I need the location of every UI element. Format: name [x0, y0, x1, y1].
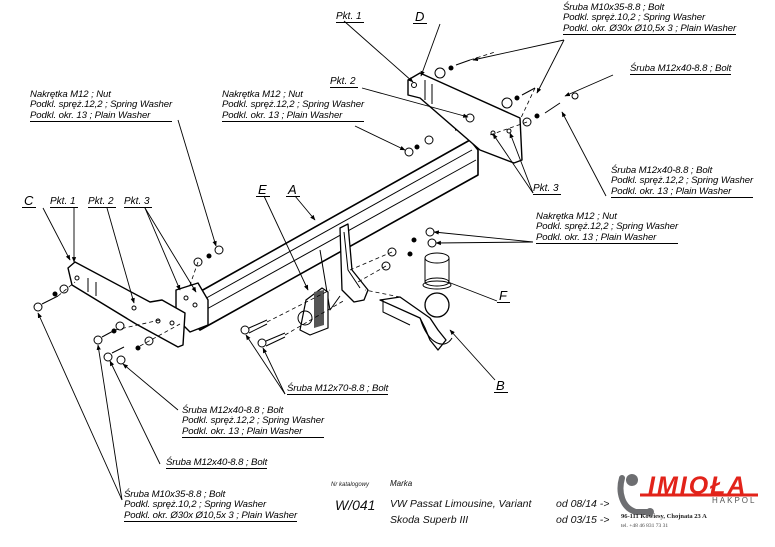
brand-sub: HAKPOL	[712, 496, 757, 505]
socket-plate-e	[297, 287, 329, 336]
point-label-3-right: Pkt. 3	[533, 183, 561, 195]
callout-line: Nakrętka M12 ; Nut	[536, 211, 617, 222]
brand-phone: tel. +48 46 831 73 31	[621, 523, 669, 529]
part-label-e: E	[256, 183, 270, 197]
part-label-c: C	[22, 194, 37, 208]
callout-line: Podkl. spręż.12,2 ; Spring Washer	[30, 99, 173, 111]
callout-line: Podkl. okr. Ø30x Ø10,5x 3 ; Plain Washer	[563, 22, 737, 36]
callout-line: Podkl. okr. 13 ; Plain Washer	[222, 110, 365, 123]
callout-top-right-bolt2: Śruba M12x40-8.8 ; Bolt	[630, 63, 732, 76]
callout-line: Podkl. spręż.12,2 ; Spring Washer	[222, 99, 365, 111]
catalog-number: W/041	[335, 497, 376, 513]
point-label-3-left: Pkt. 3	[124, 196, 152, 208]
callout-right-bolt: Śruba M12x40-8.8 ; Bolt Podkl. spręż.12,…	[611, 165, 754, 199]
callout-line: Podkl. okr. 13 ; Plain Washer	[30, 110, 173, 123]
callout-line: Podkl. spręż.10,2 ; Spring Washer	[124, 499, 267, 511]
callout-center-bolt: Śruba M12x70-8.8 ; Bolt	[287, 383, 389, 396]
brand-name: IMIOŁA	[648, 472, 748, 500]
vehicle-name-2: Skoda Superb III	[390, 514, 469, 526]
brand-address: 96-111 Kowiesy, Chojnata 23 A	[621, 513, 707, 520]
vehicle-name-1: VW Passat Limousine, Variant	[390, 498, 532, 510]
point-label-1-left: Pkt. 1	[50, 196, 78, 208]
part-label-b: B	[494, 379, 508, 393]
callout-line: Nakrętka M12 ; Nut	[222, 89, 303, 100]
alignment-lines	[57, 51, 536, 347]
catalog-number-label: Nr katalogowy	[331, 482, 370, 488]
part-label-d: D	[413, 10, 428, 24]
make-label: Marka	[390, 479, 413, 488]
callout-line: Śruba M10x35-8.8 ; Bolt	[563, 2, 665, 13]
brand-hook-icon	[617, 474, 758, 516]
callout-line: Nakrętka M12 ; Nut	[30, 89, 111, 100]
callout-line: Podkl. okr. 13 ; Plain Washer	[611, 186, 754, 199]
callout-line: Podkl. spręż.12,2 ; Spring Washer	[536, 221, 679, 233]
callout-line: Śruba M12x70-8.8 ; Bolt	[287, 383, 389, 396]
callout-line: Śruba M10x35-8.8 ; Bolt	[124, 489, 226, 500]
point-label-2-top: Pkt. 2	[330, 76, 358, 88]
callout-right-nut: Nakrętka M12 ; Nut Podkl. spręż.12,2 ; S…	[536, 211, 679, 245]
callout-top-left-nut: Nakrętka M12 ; Nut Podkl. spręż.12,2 ; S…	[30, 89, 173, 123]
part-label-a: A	[286, 183, 300, 197]
leader-lines	[37, 20, 614, 501]
ball-cap-f	[422, 252, 452, 290]
callout-line: Śruba M12x40-8.8 ; Bolt	[630, 63, 732, 76]
center-bracket	[319, 223, 369, 311]
bracket-c	[67, 261, 186, 348]
bracket-d	[407, 72, 523, 164]
callout-line: Podkl. okr. Ø30x Ø10,5x 3 ; Plain Washer	[124, 509, 298, 523]
ball-neck-b	[379, 292, 453, 351]
point-label-1-top: Pkt. 1	[336, 11, 364, 23]
callout-line: Podkl. okr. 13 ; Plain Washer	[182, 426, 325, 439]
callout-line: Podkl. okr. 13 ; Plain Washer	[536, 232, 679, 245]
vehicle-date-1: od 08/14 ->	[556, 498, 610, 510]
part-label-f: F	[497, 289, 510, 303]
callout-line: Podkl. spręż.10,2 ; Spring Washer	[563, 12, 706, 24]
callout-line: Śruba M12x40-8.8 ; Bolt	[166, 457, 268, 470]
callout-top-right-bolt: Śruba M10x35-8.8 ; Bolt Podkl. spręż.10,…	[563, 2, 737, 36]
callout-line: Podkl. spręż.12,2 ; Spring Washer	[182, 415, 325, 427]
callout-left-bolt-a: Śruba M12x40-8.8 ; Bolt Podkl. spręż.12,…	[182, 405, 325, 439]
point-label-2-left: Pkt. 2	[88, 196, 116, 208]
vehicle-date-2: od 03/15 ->	[556, 514, 610, 526]
fasteners	[33, 59, 579, 365]
callout-bottom-bolt: Śruba M10x35-8.8 ; Bolt Podkl. spręż.10,…	[124, 489, 298, 523]
callout-mid-nut: Nakrętka M12 ; Nut Podkl. spręż.12,2 ; S…	[222, 89, 365, 123]
callout-line: Podkl. spręż.12,2 ; Spring Washer	[611, 175, 754, 187]
callout-line: Śruba M12x40-8.8 ; Bolt	[182, 405, 284, 416]
callout-line: Śruba M12x40-8.8 ; Bolt	[611, 165, 713, 176]
callout-left-bolt-b: Śruba M12x40-8.8 ; Bolt	[166, 457, 268, 470]
